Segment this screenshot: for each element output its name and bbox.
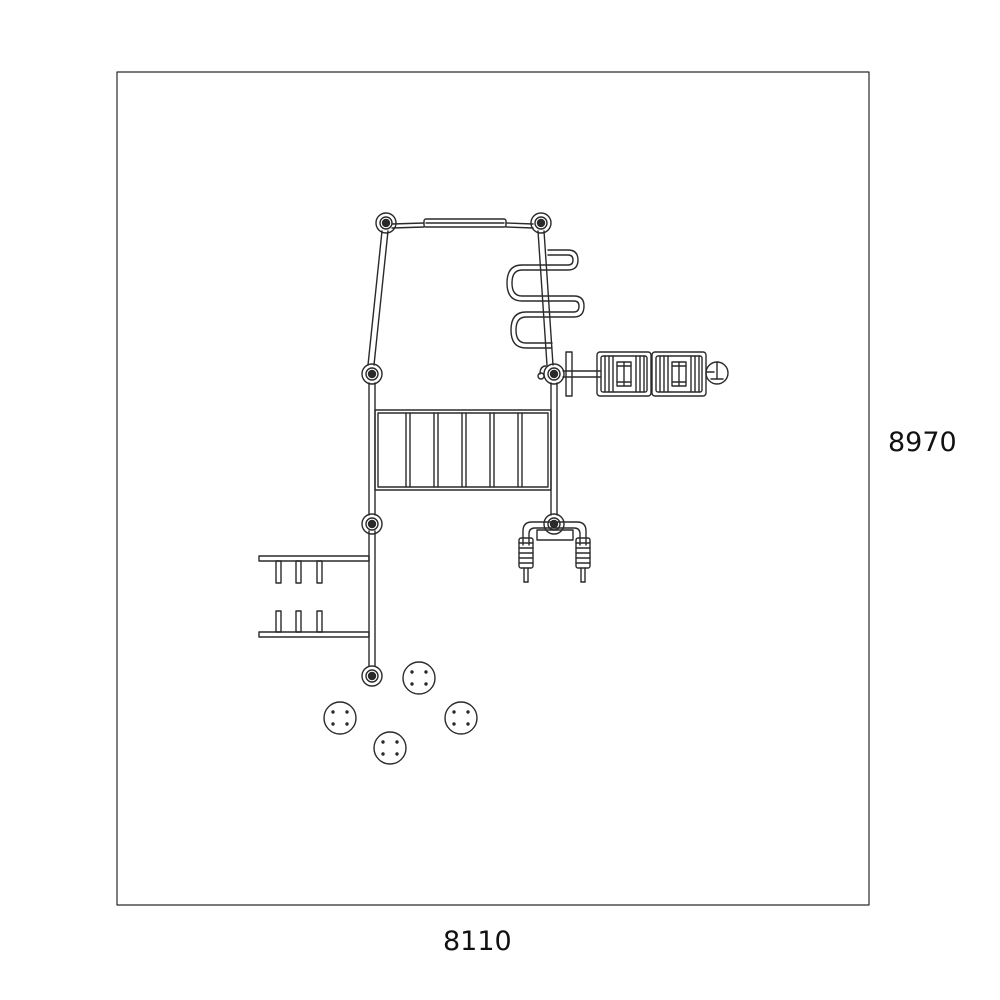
stepping-stumps bbox=[323, 661, 478, 765]
spring-coil bbox=[575, 537, 591, 583]
left-horizontal-ladders bbox=[258, 555, 370, 638]
bottom-right-spring-station bbox=[518, 521, 591, 583]
post-cap bbox=[530, 212, 552, 234]
stepping-stump bbox=[373, 731, 407, 765]
width-dimension-label: 8110 bbox=[443, 926, 512, 957]
boundary-rectangle bbox=[116, 71, 870, 906]
stepping-stump bbox=[402, 661, 436, 695]
height-dimension-label: 8970 bbox=[888, 427, 957, 458]
monkey-bars bbox=[374, 409, 552, 491]
post-cap bbox=[361, 513, 383, 535]
weight-stack bbox=[651, 351, 707, 397]
post-cap bbox=[543, 513, 565, 535]
weight-stack-station bbox=[562, 351, 729, 397]
post-cap bbox=[361, 665, 383, 687]
stepping-stump bbox=[444, 701, 478, 735]
stepping-stump bbox=[323, 701, 357, 735]
top-beam bbox=[423, 218, 507, 228]
post-cap bbox=[361, 363, 383, 385]
wavy-climber bbox=[506, 249, 585, 349]
spring-coil bbox=[518, 537, 534, 583]
post-cap bbox=[543, 363, 565, 385]
frame-posts bbox=[361, 212, 565, 687]
weight-stack bbox=[596, 351, 652, 397]
post-cap bbox=[375, 212, 397, 234]
